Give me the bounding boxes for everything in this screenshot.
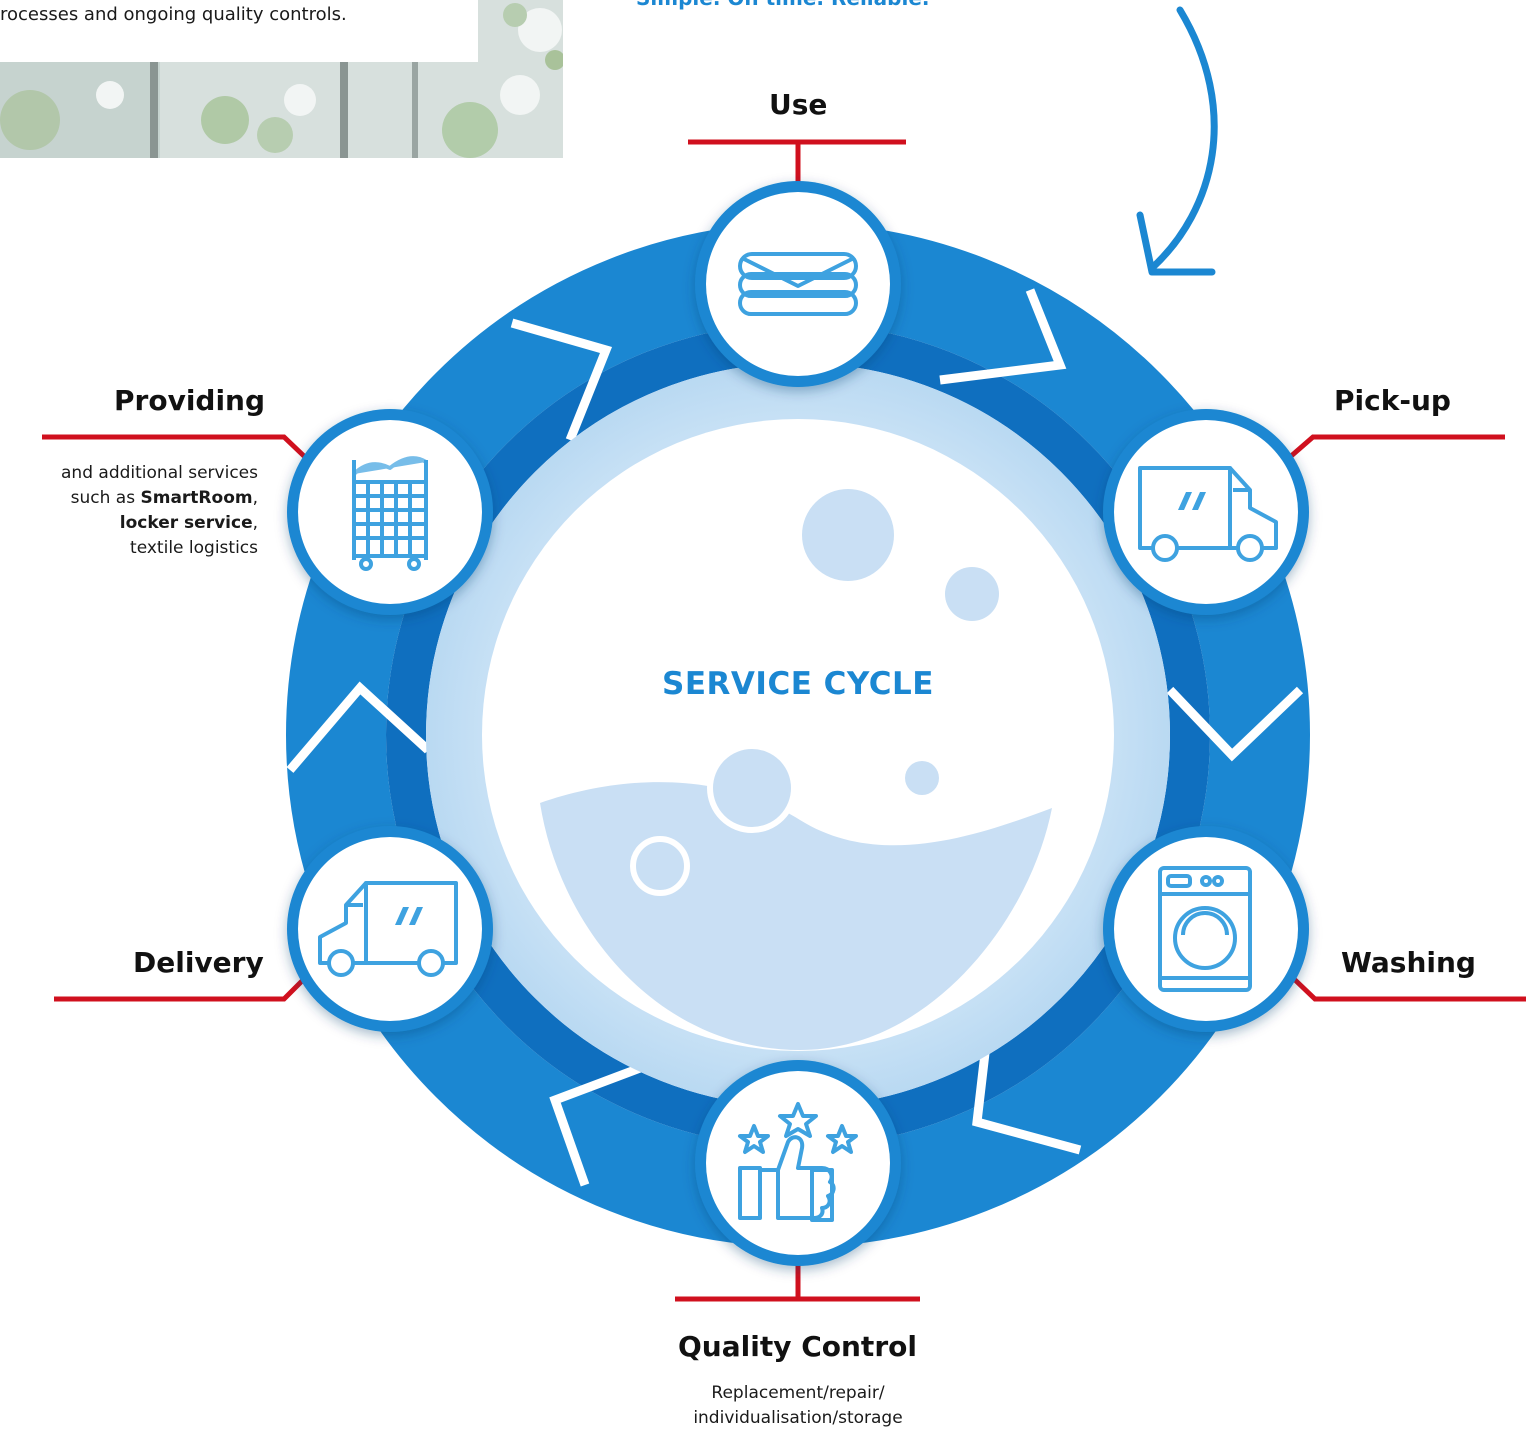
- quality-description-line: Replacement/repair/: [711, 1383, 885, 1403]
- stage-label-washing: Washing: [1341, 946, 1476, 979]
- stage-label-delivery: Delivery: [133, 946, 264, 979]
- providing-description-line: locker service,: [0, 511, 258, 536]
- laundry-cart-icon: [352, 456, 428, 571]
- bubble: [945, 567, 999, 621]
- thumbs-up-stars-icon: [738, 1102, 858, 1222]
- intro-text: rocesses and ongoing quality controls.: [0, 4, 347, 25]
- providing-text: such as: [70, 488, 141, 508]
- locker-service-text: locker service: [119, 513, 253, 533]
- stage-label-quality: Quality Control: [678, 1330, 917, 1363]
- stage-label-use: Use: [769, 88, 828, 121]
- truck-icon: [318, 881, 458, 977]
- quality-description-line: individualisation/storage: [693, 1408, 903, 1428]
- folded-linen-icon: [738, 252, 858, 316]
- node-washing: [1103, 826, 1309, 1032]
- bubble: [630, 836, 690, 896]
- providing-description: and additional services such as SmartRoo…: [0, 461, 258, 561]
- bubble: [802, 489, 894, 581]
- smartroom-text: SmartRoom: [140, 488, 253, 508]
- providing-description-line: textile logistics: [130, 538, 258, 558]
- bubble: [905, 761, 939, 795]
- slogan: Simple. On time. Reliable.: [636, 0, 930, 10]
- bubble: [707, 743, 797, 833]
- providing-text: ,: [252, 513, 258, 533]
- node-pickup: [1103, 409, 1309, 615]
- curved-arrow-icon: [1136, 6, 1218, 276]
- intro-textbox: [0, 0, 478, 62]
- providing-description-line: and additional services: [61, 463, 258, 483]
- providing-description-line: such as SmartRoom,: [0, 486, 258, 511]
- node-delivery: [287, 826, 493, 1032]
- stage-label-providing: Providing: [114, 384, 266, 417]
- providing-text: ,: [252, 488, 258, 508]
- truck-icon: [1138, 466, 1278, 562]
- washing-machine-icon: [1158, 866, 1252, 992]
- center-title: SERVICE CYCLE: [662, 666, 934, 702]
- stage-label-pickup: Pick-up: [1334, 384, 1451, 417]
- connector-lines: [42, 139, 1526, 1302]
- quality-description: Replacement/repair/ individualisation/st…: [598, 1381, 998, 1431]
